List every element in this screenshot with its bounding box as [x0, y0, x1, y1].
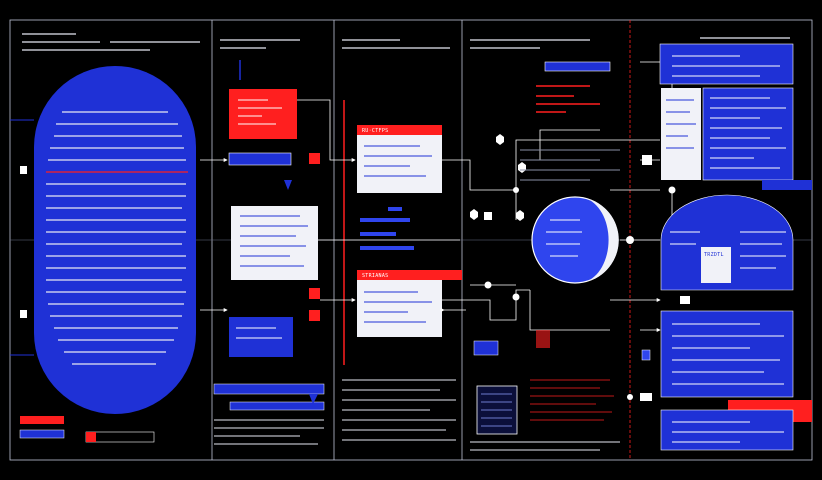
hexagon-junction-icon — [518, 162, 526, 173]
right-dome-white-card — [701, 247, 731, 283]
connector-nodes — [470, 134, 690, 401]
left-input-red-mark — [86, 432, 96, 442]
right-white-tab — [661, 88, 701, 180]
red-header-card — [229, 89, 297, 139]
panel-right-column: TRZDTL — [659, 37, 812, 451]
hexagon-junction-icon — [470, 209, 478, 220]
connector-node-icon — [484, 281, 492, 289]
left-red-tag — [20, 416, 64, 424]
top-card-title: RU·CTFPS — [362, 128, 388, 134]
square-junction-icon — [20, 166, 27, 174]
left-top-header-lines — [22, 33, 200, 51]
blue-info-box — [473, 340, 499, 356]
square-junction-icon — [309, 153, 320, 164]
right-blue-dome — [660, 194, 794, 291]
square-junction-icon — [641, 349, 651, 361]
connector-node-icon — [513, 187, 519, 193]
white-card-top — [357, 125, 442, 193]
connector-node-icon — [626, 236, 634, 244]
right-blue-card-2 — [702, 87, 794, 181]
panel-center-left-column — [213, 39, 325, 445]
hexagon-junction-icon — [516, 210, 524, 221]
blue-card-center-left — [229, 317, 293, 357]
arrowhead-icon — [309, 394, 318, 404]
square-junction-icon — [309, 288, 320, 299]
right-blue-card-1 — [659, 43, 794, 85]
white-card-center-left — [231, 206, 318, 280]
red-card-header-mid — [357, 270, 462, 280]
square-junction-icon — [20, 310, 27, 318]
panel-left-column — [10, 33, 200, 443]
left-side-connectors — [20, 166, 27, 318]
blue-bar-small — [228, 152, 292, 166]
big-blue-pill — [34, 66, 196, 414]
blue-search-bar[interactable] — [544, 61, 611, 72]
white-card-mid — [357, 270, 442, 337]
square-junction-icon — [680, 296, 690, 304]
blue-bar-bottom-1 — [213, 383, 325, 395]
square-junction-icon — [309, 310, 320, 321]
square-junction-icon — [642, 155, 652, 165]
center-blue-bars — [360, 207, 414, 250]
connector-node-icon — [512, 293, 520, 301]
connector-node-icon — [668, 186, 676, 194]
right-oval-card-title: TRZDTL — [704, 252, 724, 258]
square-junction-icon — [484, 212, 492, 220]
mini-table — [476, 385, 518, 435]
left-blue-tag — [19, 429, 65, 439]
red-card-header-top — [357, 125, 442, 135]
half-circle-node — [531, 196, 619, 284]
panel-center-column: RU·CTFPS STRIANAS — [342, 39, 462, 441]
pill-text-lines — [46, 111, 188, 365]
hexagon-junction-icon — [496, 134, 504, 145]
panel-center-right-column — [470, 39, 620, 451]
blue-bar-bottom-2 — [229, 401, 325, 411]
arrowhead-icon — [284, 180, 292, 190]
connector-node-icon — [627, 394, 633, 400]
left-input-bar[interactable] — [85, 431, 155, 443]
square-junction-icon — [640, 393, 652, 401]
right-blue-card-4 — [660, 409, 794, 451]
mid-card-title: STRIANAS — [362, 273, 388, 279]
right-blue-card-3 — [660, 310, 794, 398]
